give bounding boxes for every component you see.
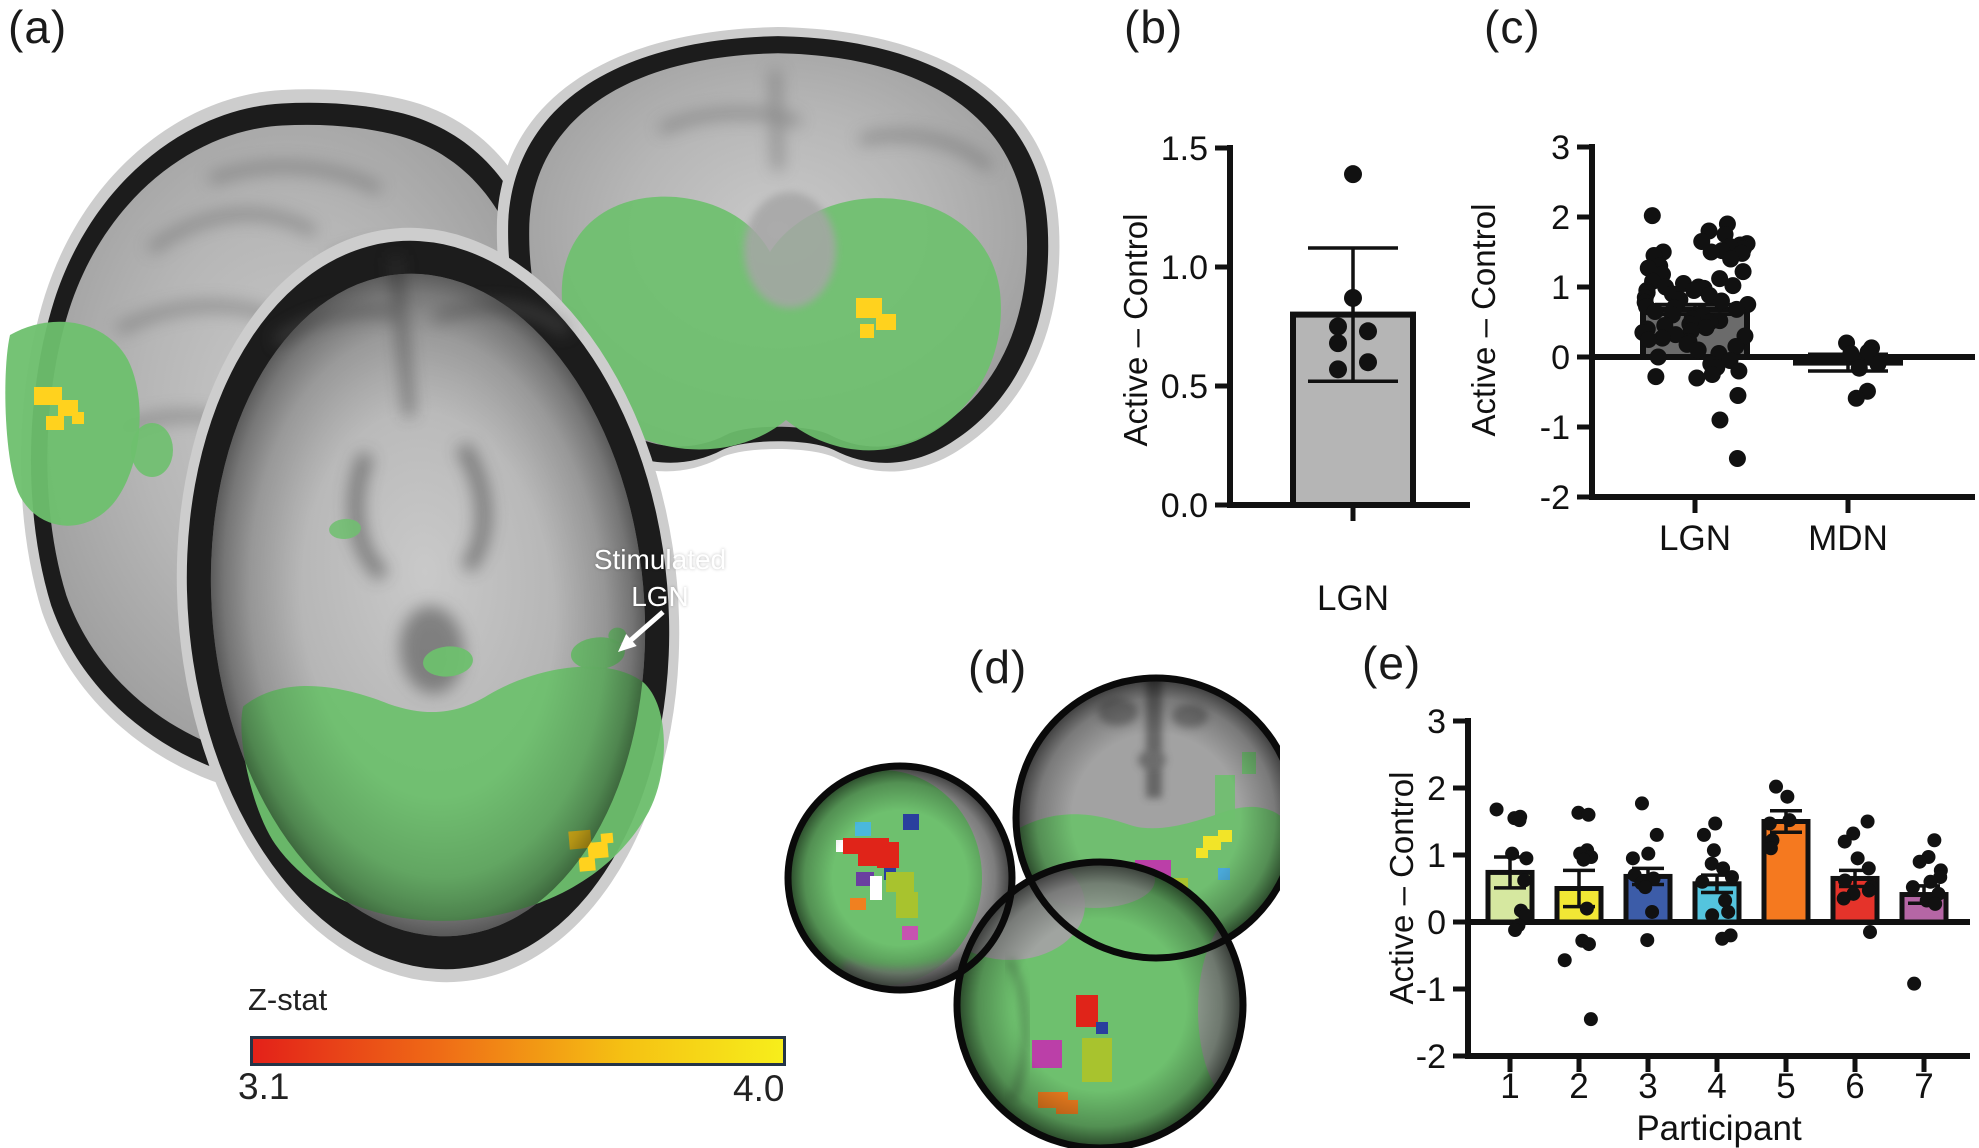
svg-text:0.0: 0.0 bbox=[1161, 487, 1208, 525]
svg-text:3: 3 bbox=[1551, 129, 1570, 167]
svg-text:Active – Control: Active – Control bbox=[1385, 772, 1420, 1005]
svg-text:4: 4 bbox=[1707, 1067, 1726, 1106]
svg-text:Active – Control: Active – Control bbox=[1465, 204, 1502, 437]
coronal-yellow-activation bbox=[856, 298, 896, 338]
annotation-line2: LGN bbox=[631, 581, 689, 612]
colorbar-max-label: 4.0 bbox=[733, 1068, 785, 1109]
circular-insets-graphic bbox=[784, 674, 1280, 1148]
coronal-green-overlay bbox=[561, 196, 1001, 451]
svg-text:5: 5 bbox=[1776, 1067, 1795, 1106]
sagittal-yellow-activation bbox=[34, 387, 84, 430]
svg-text:2: 2 bbox=[1569, 1067, 1588, 1106]
annotation-line1: Stimulated bbox=[593, 544, 727, 575]
coronal-slice bbox=[496, 27, 1060, 472]
svg-text:2: 2 bbox=[1551, 199, 1570, 237]
svg-text:3: 3 bbox=[1427, 703, 1446, 741]
brain-slices-graphic bbox=[5, 27, 1060, 983]
panel-label-e: (e) bbox=[1362, 637, 1422, 689]
panel-label-b: (b) bbox=[1124, 1, 1184, 53]
panel-label-d: (d) bbox=[968, 641, 1028, 693]
inset-circle-1 bbox=[788, 766, 1012, 990]
svg-text:-2: -2 bbox=[1540, 479, 1570, 517]
svg-text:3: 3 bbox=[1638, 1067, 1657, 1106]
svg-text:7: 7 bbox=[1914, 1067, 1933, 1106]
colorbar-title: Z-stat bbox=[248, 982, 328, 1017]
svg-text:0.5: 0.5 bbox=[1161, 368, 1208, 406]
svg-text:0: 0 bbox=[1427, 904, 1446, 942]
svg-text:2: 2 bbox=[1427, 770, 1446, 808]
svg-text:-1: -1 bbox=[1416, 971, 1446, 1009]
svg-text:MDN: MDN bbox=[1808, 519, 1888, 558]
svg-text:1.0: 1.0 bbox=[1161, 249, 1208, 287]
svg-text:-2: -2 bbox=[1416, 1038, 1446, 1076]
stimulated-lgn-annotation: Stimulated LGN bbox=[572, 541, 748, 615]
axial-slice bbox=[176, 227, 680, 983]
svg-text:0: 0 bbox=[1551, 339, 1570, 377]
svg-text:LGN: LGN bbox=[1317, 579, 1389, 618]
svg-text:1: 1 bbox=[1551, 269, 1570, 307]
svg-text:1: 1 bbox=[1500, 1067, 1519, 1106]
svg-text:6: 6 bbox=[1845, 1067, 1864, 1106]
panel-label-a: (a) bbox=[8, 1, 68, 53]
svg-text:Participant: Participant bbox=[1636, 1109, 1802, 1148]
svg-text:1: 1 bbox=[1427, 837, 1446, 875]
zstat-colorbar bbox=[250, 1036, 786, 1066]
svg-text:Active – Control: Active – Control bbox=[1120, 214, 1154, 447]
colorbar-min-label: 3.1 bbox=[238, 1066, 290, 1107]
svg-text:1.5: 1.5 bbox=[1161, 130, 1208, 168]
stimulated-lgn-arrow bbox=[618, 610, 665, 652]
svg-text:-1: -1 bbox=[1540, 409, 1570, 447]
panel-label-c: (c) bbox=[1484, 1, 1541, 53]
svg-text:LGN: LGN bbox=[1659, 519, 1731, 558]
